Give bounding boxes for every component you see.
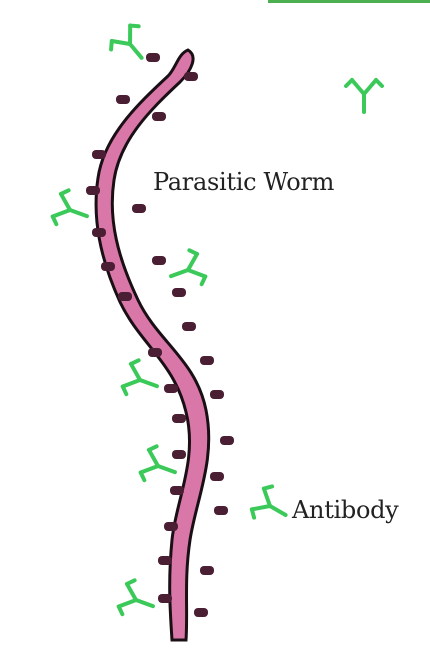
antigen-marker	[210, 390, 224, 399]
antigen-marker	[170, 486, 184, 495]
antigen-marker	[194, 608, 208, 617]
antigen-marker	[172, 288, 186, 297]
antigen-marker	[116, 95, 130, 104]
antigen-marker	[164, 522, 178, 531]
antigen-marker	[152, 256, 166, 265]
antibody-label: Antibody	[292, 496, 398, 524]
antigen-marker	[158, 556, 172, 565]
antigen-marker	[158, 594, 172, 603]
antigen-marker	[148, 348, 162, 357]
antigen-marker	[101, 262, 115, 271]
antigen-marker	[92, 228, 106, 237]
antigen-marker	[164, 384, 178, 393]
antibody-shape	[165, 248, 207, 293]
antigen-marker	[182, 322, 196, 331]
antigen-marker	[184, 72, 198, 81]
antibody-shape	[117, 578, 159, 623]
antigen-marker	[220, 436, 234, 445]
antibody-shape	[346, 80, 382, 112]
antigen-marker	[172, 414, 186, 423]
antibody-shape	[249, 483, 295, 530]
antigen-marker	[214, 506, 228, 515]
antigen-marker	[118, 292, 132, 301]
antigen-marker	[200, 566, 214, 575]
antigen-marker	[92, 150, 106, 159]
antigen-marker	[146, 53, 160, 62]
antigen-marker	[152, 112, 166, 121]
antibody-shape	[51, 188, 93, 233]
parasitic-worm-label: Parasitic Worm	[153, 168, 334, 196]
antibody-shape	[121, 358, 163, 403]
antigen-marker	[132, 204, 146, 213]
worm-body	[96, 50, 209, 640]
antibodies	[51, 22, 382, 623]
antigen-marker	[86, 186, 100, 195]
antigen-marker	[200, 356, 214, 365]
antigen-marker	[172, 450, 186, 459]
antigen-marker	[210, 472, 224, 481]
antibody-shape	[107, 22, 155, 70]
